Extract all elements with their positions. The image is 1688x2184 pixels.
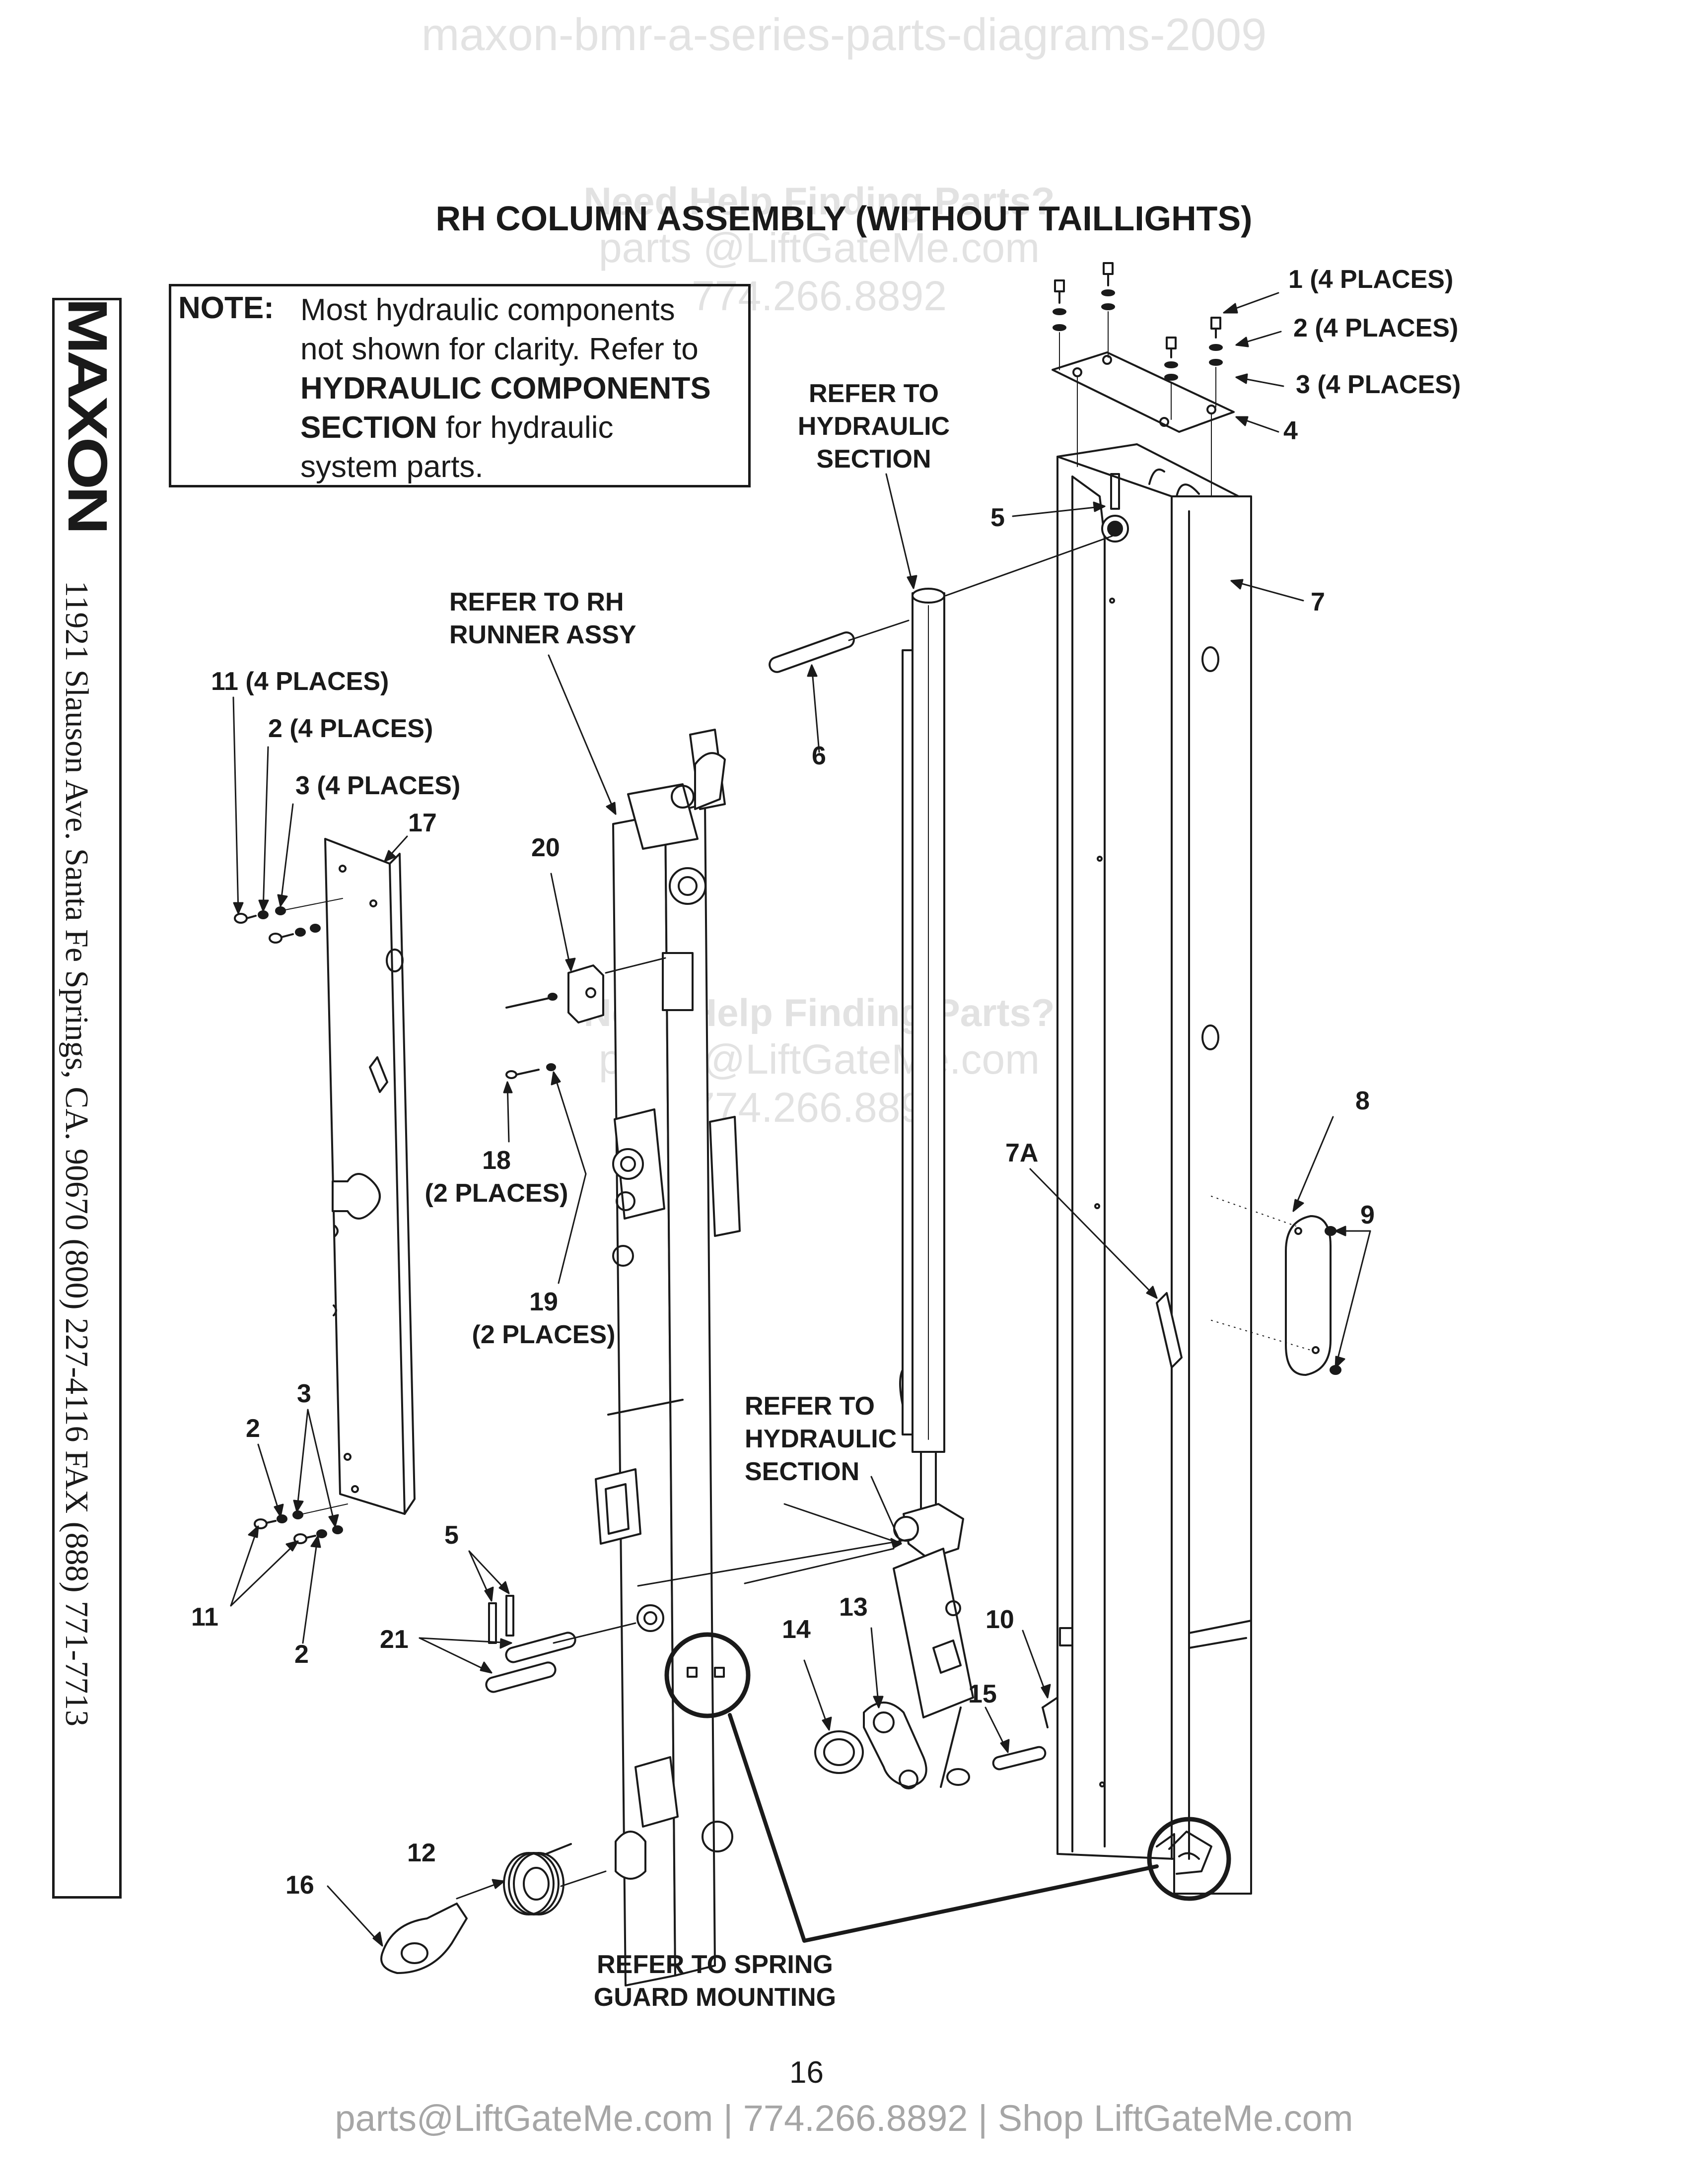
note-line-bold: SECTION — [300, 410, 437, 445]
callout-21: 21 — [380, 1625, 409, 1654]
callout-line: GUARD MOUNTING — [593, 1983, 837, 2012]
fasteners-18-19 — [506, 1064, 555, 1078]
note-box: NOTE: Most hydraulic components not show… — [169, 284, 751, 487]
callout-7: 7 — [1311, 588, 1325, 616]
callout-15: 15 — [968, 1680, 997, 1708]
callout-refer-spring-guard: REFER TO SPRING GUARD MOUNTING — [536, 1948, 894, 2014]
callout-3-4-places-left: 3 (4 PLACES) — [295, 771, 461, 800]
spring-12 — [504, 1844, 606, 1914]
callout-4: 4 — [1283, 416, 1298, 445]
part-13-link — [864, 1703, 926, 1788]
maxon-logo: MAXON — [60, 298, 114, 531]
bolt-1 — [1165, 338, 1177, 419]
callout-5-low: 5 — [444, 1521, 459, 1550]
watermark-block-top: Need Help Finding Parts? parts @LiftGate… — [521, 179, 1117, 320]
note-line: not shown for clarity. Refer to — [300, 332, 699, 366]
callout-line: (2 PLACES) — [424, 1179, 568, 1208]
watermark-help-heading: Need Help Finding Parts? — [583, 179, 1055, 223]
cover-8 — [1211, 1196, 1331, 1375]
callout-refer-hydraulic-top: REFER TO HYDRAULIC SECTION — [794, 377, 953, 476]
page-number: 16 — [789, 2055, 824, 2090]
callout-18: 18 (2 PLACES) — [417, 1144, 576, 1210]
callout-2-4-places-top: 2 (4 PLACES) — [1293, 314, 1459, 342]
note-line: HYDRAULIC COMPONENTS — [300, 369, 711, 408]
callout-line: REFER TO — [745, 1392, 875, 1421]
callout-13: 13 — [839, 1593, 868, 1622]
pin-5-top — [946, 474, 1128, 596]
panel-fasteners-top — [235, 898, 343, 943]
note-body: Most hydraulic components not shown for … — [300, 290, 711, 486]
note-line-rest: for hydraulic — [437, 410, 614, 445]
spring-guard-leader — [730, 1715, 1157, 1941]
bolt-1 — [1102, 263, 1114, 357]
footer-contact: parts@LiftGateMe.com | 774.266.8892 | Sh… — [335, 2098, 1353, 2139]
note-label: NOTE: — [178, 291, 274, 325]
logo-brand-text: MAXON — [60, 298, 114, 531]
bolt-1 — [1210, 318, 1222, 407]
callout-line: REFER TO — [809, 379, 939, 408]
leader-lines — [231, 293, 1370, 1946]
note-line: SECTION for hydraulic — [300, 408, 711, 447]
callout-line: REFER TO RH — [449, 588, 624, 616]
callout-3-a: 3 — [297, 1379, 311, 1408]
callout-19: 19 (2 PLACES) — [464, 1286, 623, 1351]
sidebar-frame — [52, 298, 122, 1899]
panel-17 — [325, 839, 415, 1514]
callout-1-4-places: 1 (4 PLACES) — [1288, 265, 1454, 294]
callout-line: HYDRAULIC — [797, 412, 950, 441]
column-7 — [1057, 444, 1251, 1899]
callout-2-4-places-left: 2 (4 PLACES) — [268, 714, 433, 743]
callout-9: 9 — [1360, 1201, 1375, 1229]
watermark-email: parts @LiftGateMe.com — [598, 224, 1040, 271]
callout-line: 18 — [482, 1146, 511, 1175]
callout-8: 8 — [1355, 1087, 1370, 1115]
callout-11: 11 — [191, 1603, 218, 1632]
callout-line: (2 PLACES) — [472, 1320, 616, 1349]
panel-fasteners-bottom — [255, 1504, 348, 1543]
note-line-bold: HYDRAULIC COMPONENTS — [300, 371, 711, 406]
part-16-bracket — [381, 1904, 467, 1973]
top-plate-4 — [1053, 352, 1234, 432]
runner-assembly — [596, 730, 914, 1985]
callout-2-b: 2 — [294, 1640, 309, 1669]
pins-5-lower — [489, 1596, 513, 1643]
part-15-pin — [993, 1747, 1046, 1770]
callout-line: HYDRAULIC — [745, 1425, 897, 1453]
note-line: Most hydraulic components — [300, 293, 675, 327]
callout-14: 14 — [782, 1615, 811, 1644]
hydraulic-cylinder — [900, 589, 944, 1511]
callout-line: RUNNER ASSY — [449, 620, 636, 649]
part-14-bushing — [815, 1731, 863, 1773]
note-line: system parts. — [300, 450, 484, 484]
part-10-pin — [1043, 1698, 1057, 1727]
callout-3-4-places-top: 3 (4 PLACES) — [1296, 370, 1461, 399]
callout-16: 16 — [285, 1871, 314, 1900]
watermark-title: maxon-bmr-a-series-parts-diagrams-2009 — [421, 9, 1267, 60]
callout-line: REFER TO SPRING — [597, 1950, 833, 1979]
callout-11-4-places: 11 (4 PLACES) — [211, 667, 389, 696]
callout-6: 6 — [812, 742, 826, 770]
callout-line: 19 — [529, 1288, 558, 1316]
hydraulic-lower-assembly — [745, 1504, 973, 1787]
callout-10: 10 — [985, 1605, 1014, 1634]
watermark-phone: 774.266.8892 — [692, 273, 947, 319]
top-bolts-1-2-3 — [1054, 263, 1222, 496]
callout-refer-runner: REFER TO RH RUNNER ASSY — [449, 586, 636, 651]
callout-5-top: 5 — [990, 503, 1005, 532]
callout-refer-hydraulic-low: REFER TO HYDRAULIC SECTION — [745, 1390, 897, 1488]
callout-17: 17 — [408, 809, 437, 837]
bolt-1 — [1054, 280, 1065, 370]
page-title: RH COLUMN ASSEMBLY (WITHOUT TAILLIGHTS) — [435, 199, 1253, 238]
callout-line: SECTION — [816, 445, 931, 474]
callout-line: SECTION — [745, 1457, 860, 1486]
pin-6 — [770, 620, 909, 672]
pins-21 — [486, 1623, 635, 1692]
callout-2-a: 2 — [246, 1414, 260, 1443]
bracket-20 — [506, 958, 665, 1023]
callout-7a: 7A — [1005, 1139, 1039, 1167]
callout-20: 20 — [531, 833, 560, 862]
callout-12: 12 — [407, 1839, 436, 1867]
